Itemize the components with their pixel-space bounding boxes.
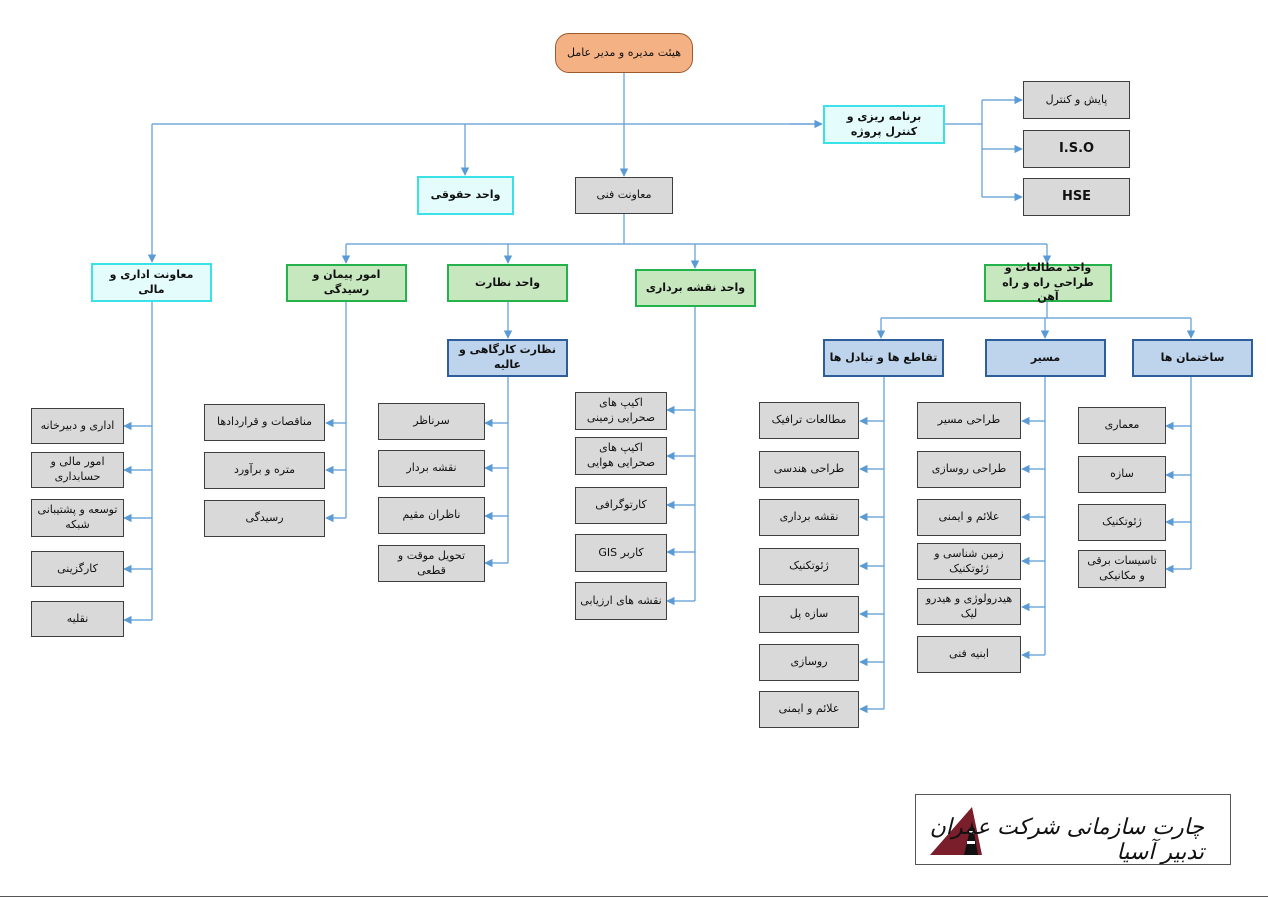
- workshop-supervision-node: نظارت کارگاهی و عالیه: [447, 339, 568, 377]
- buildings-child-geotech: ژئوتکنیک: [1078, 504, 1166, 541]
- surveying-unit-node: واحد نقشه برداری: [635, 269, 756, 307]
- route-child-hydrology: هیدرولوژی و هیدرو لیک: [917, 588, 1021, 625]
- contracts-unit-node: امور پیمان و رسیدگی: [286, 264, 407, 302]
- intersections-child-surveying: نقشه برداری: [759, 499, 859, 536]
- intersections-child-signs: علائم و ایمنی: [759, 691, 859, 728]
- intersections-child-geometric: طراحی هندسی: [759, 451, 859, 488]
- contracts-child-tenders: مناقصات و قراردادها: [204, 404, 325, 441]
- surveying-child-cartography: کارتوگرافی: [575, 487, 667, 524]
- surveying-child-gis: کاربر GIS: [575, 534, 667, 572]
- admin-child-network: توسعه و پشتیبانی شبکه: [31, 499, 124, 537]
- buildings-node: ساختمان ها: [1132, 339, 1253, 377]
- route-child-geology: زمین شناسی و ژئوتکنیک: [917, 543, 1021, 580]
- bottom-divider: [0, 896, 1268, 897]
- intersections-child-pavement: روسازی: [759, 644, 859, 681]
- legal-unit-node: واحد حقوقی: [417, 176, 514, 215]
- admin-child-finance: امور مالی و حسابداری: [31, 452, 124, 488]
- buildings-child-mep: تاسیسات برقی و مکانیکی: [1078, 550, 1166, 588]
- supervision-child-surveyor: نقشه بردار: [378, 450, 485, 487]
- project-planning-node: برنامه ریزی و کنترل پروژه: [823, 105, 945, 144]
- admin-child-personnel: کارگزینی: [31, 551, 124, 587]
- intersections-child-geotech: ژئوتکنیک: [759, 548, 859, 585]
- route-child-signs: علائم و ایمنی: [917, 499, 1021, 536]
- supervision-child-resident: ناظران مقیم: [378, 497, 485, 534]
- intersections-child-traffic: مطالعات ترافیک: [759, 402, 859, 439]
- surveying-child-ground-teams: اکیپ های صحرایی زمینی: [575, 392, 667, 430]
- company-logo-icon: [930, 807, 982, 855]
- supervision-child-chief: سرناظر: [378, 403, 485, 440]
- route-child-pavement: طراحی روسازی: [917, 451, 1021, 488]
- supervision-unit-node: واحد نظارت: [447, 264, 568, 302]
- supervision-child-handover: تحویل موقت و قطعی: [378, 545, 485, 582]
- technical-deputy-node: معاونت فنی: [575, 177, 673, 214]
- admin-finance-deputy-node: معاونت اداری و مالی: [91, 263, 212, 302]
- admin-child-secretariat: اداری و دبیرخانه: [31, 408, 124, 444]
- board-and-ceo-node: هیئت مدیره و مدیر عامل: [555, 33, 693, 73]
- studies-design-unit-node: واحد مطالعات و طراحی راه و راه آهن: [984, 261, 1112, 303]
- planning-child-monitoring: پایش و کنترل: [1023, 81, 1130, 119]
- intersections-child-bridge: سازه پل: [759, 596, 859, 633]
- contracts-child-review: رسیدگی: [204, 500, 325, 537]
- planning-child-iso: I.S.O: [1023, 130, 1130, 168]
- surveying-child-aerial-teams: اکیپ های صحرایی هوایی: [575, 437, 667, 475]
- route-child-design: طراحی مسیر: [917, 402, 1021, 439]
- route-node: مسیر: [985, 339, 1106, 377]
- buildings-child-architecture: معماری: [1078, 407, 1166, 444]
- company-signature-box: چارت سازمانی شرکت عمران تدبیر آسیا: [915, 794, 1231, 865]
- company-signature-text: چارت سازمانی شرکت عمران تدبیر آسیا: [929, 815, 1204, 865]
- admin-child-transport: نقلیه: [31, 601, 124, 637]
- route-child-structures: ابنیه فنی: [917, 636, 1021, 673]
- planning-child-hse: HSE: [1023, 178, 1130, 216]
- buildings-child-structure: سازه: [1078, 456, 1166, 493]
- intersections-node: تقاطع ها و تبادل ها: [823, 339, 944, 377]
- surveying-child-evaluation-maps: نقشه های ارزیابی: [575, 582, 667, 620]
- contracts-child-estimation: متره و برآورد: [204, 452, 325, 489]
